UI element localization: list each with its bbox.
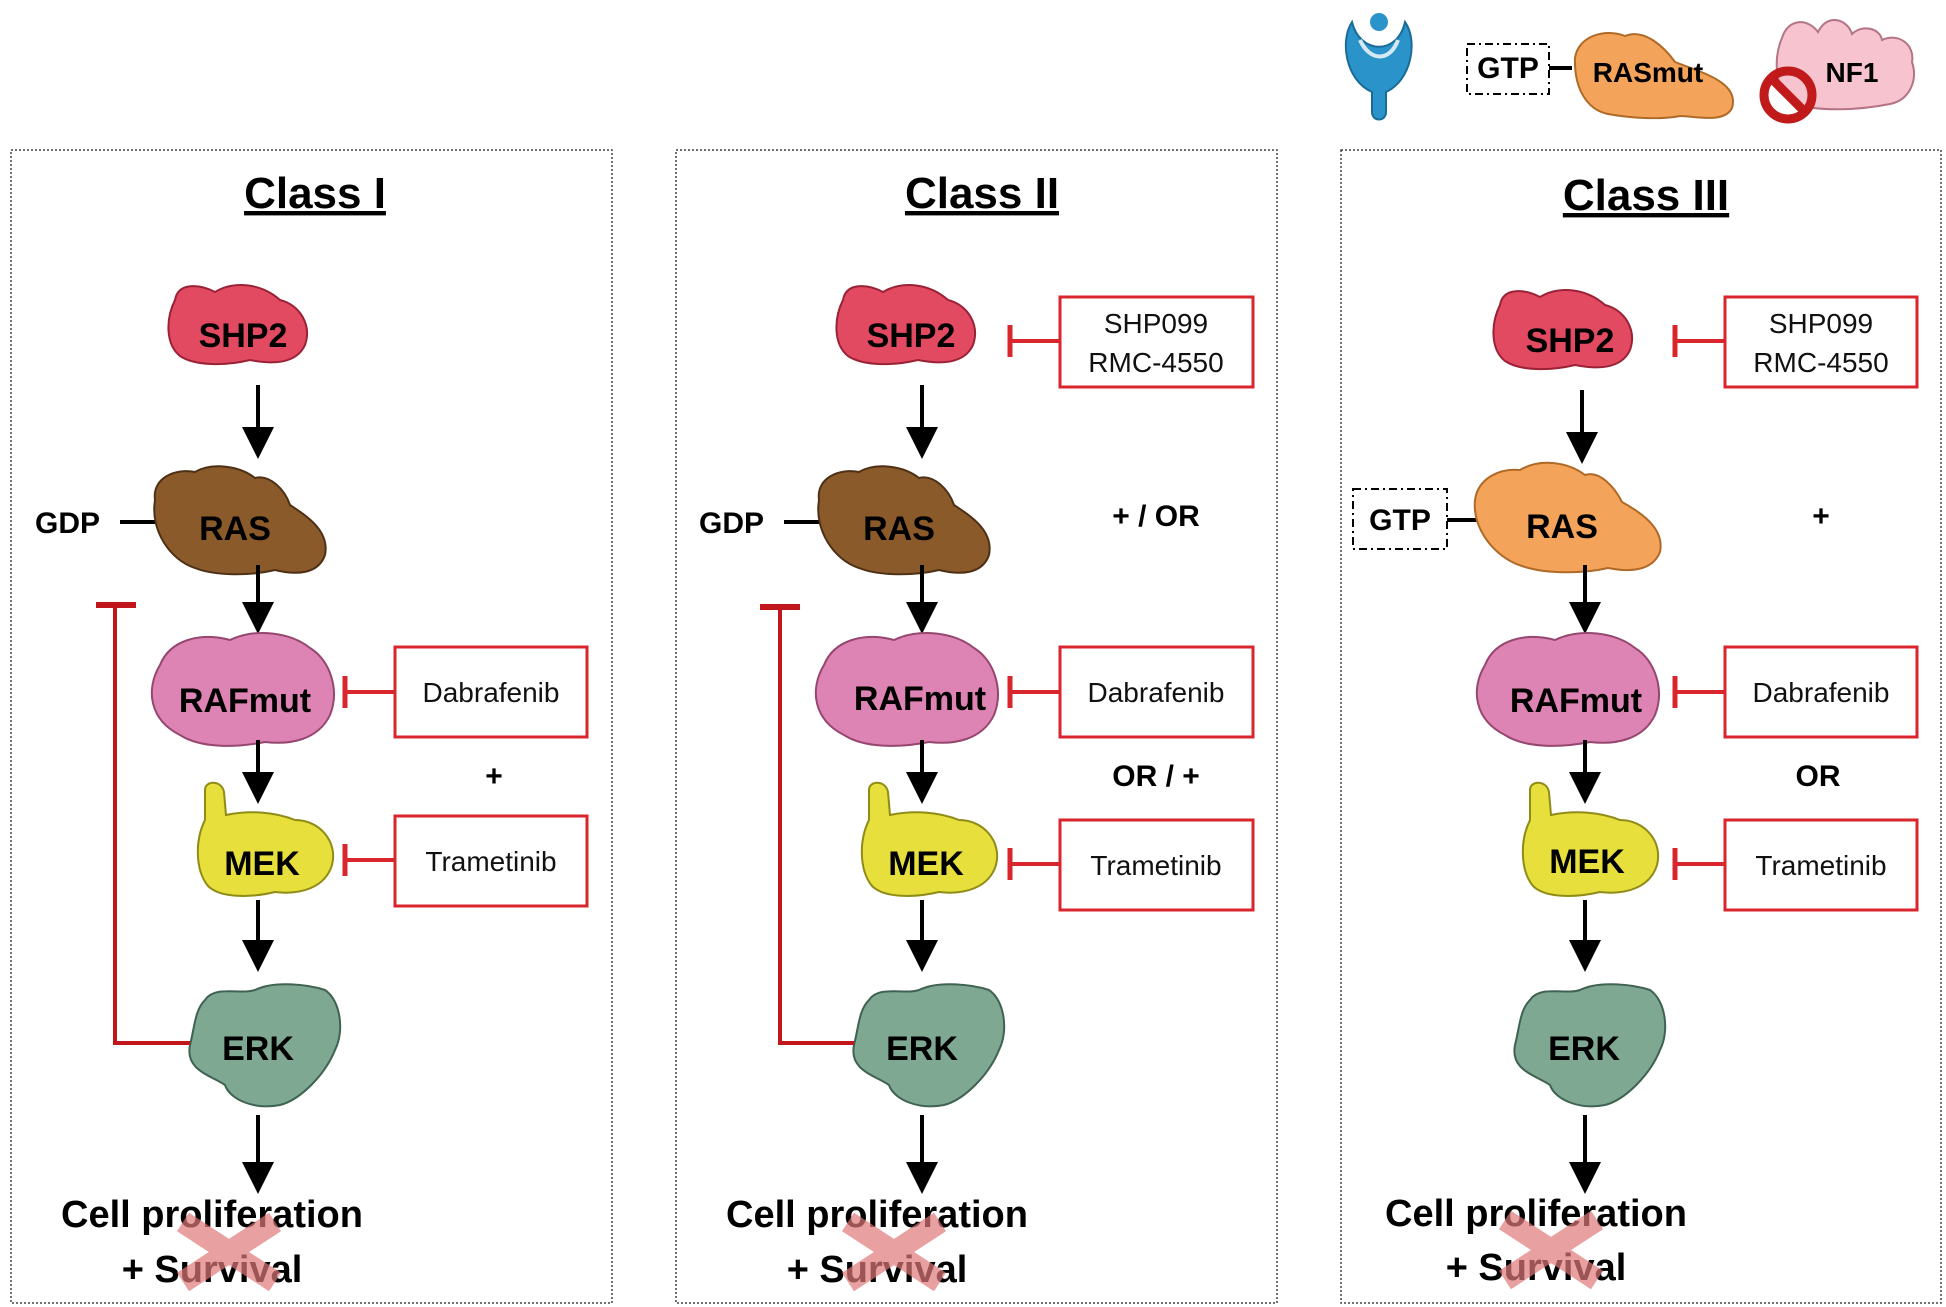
svg-text:ERK: ERK [1548,1030,1620,1068]
svg-text:ERK: ERK [886,1030,958,1068]
svg-text:Trametinib: Trametinib [1755,850,1886,881]
nucleotide-label: GTP [1369,504,1431,537]
raf-protein: RAFmut [1475,632,1660,747]
svg-text:MEK: MEK [888,845,964,883]
shp2-protein: SHP2 [1492,289,1633,371]
shp2-protein: SHP2 [167,284,308,366]
erk-feedback-line [778,607,854,1045]
raf-inhibitor: Dabrafenib [1672,645,1919,739]
svg-text:RMC-4550: RMC-4550 [1088,347,1223,378]
svg-text:RMC-4550: RMC-4550 [1753,347,1888,378]
erk-feedback-line [113,605,190,1045]
mek-protein: MEK [196,781,335,897]
legend: GTP RASmut NF1 [1344,13,1915,124]
shp2-inhibitors: SHP099 RMC-4550 [1672,295,1919,389]
prohibited-icon [1759,66,1817,124]
connector-lower: OR [1796,760,1841,793]
nf1-legend-label: NF1 [1826,57,1879,88]
svg-text:SHP099: SHP099 [1104,308,1208,339]
panel-class-2: Class II SHP2 SHP099 RMC-4550 GDP RAS + … [675,149,1278,1304]
raf-protein: RAFmut [814,632,999,747]
connector-lower: OR / + [1112,760,1200,793]
nucleotide-label: GDP [35,507,100,540]
connector-upper: + / OR [1112,500,1200,533]
svg-text:MEK: MEK [224,845,300,883]
mek-protein: MEK [860,781,999,897]
svg-text:Dabrafenib: Dabrafenib [1088,677,1225,708]
svg-text:SHP2: SHP2 [199,317,288,355]
raf-inhibitor: Dabrafenib [342,645,589,739]
svg-text:RAFmut: RAFmut [179,682,311,720]
svg-text:Trametinib: Trametinib [425,846,556,877]
svg-text:GTP: GTP [1477,52,1539,85]
ras-protein: RAS [153,465,327,576]
shp2-protein: SHP2 [835,284,976,366]
svg-text:Dabrafenib: Dabrafenib [1753,677,1890,708]
nf1-legend-icon: NF1 [1759,19,1915,124]
ras-protein: RAS [817,465,991,576]
connector-lower: + [485,760,503,793]
blocked-cross-icon [1498,1210,1604,1290]
svg-text:SHP2: SHP2 [1526,322,1615,360]
blocked-cross-icon [841,1212,947,1292]
svg-text:RAS: RAS [863,510,935,548]
svg-text:SHP099: SHP099 [1769,308,1873,339]
svg-text:ERK: ERK [222,1030,294,1068]
panel-class-3: Class III SHP2 SHP099 RMC-4550 GTP RAS +… [1340,149,1942,1304]
panel-title: Class II [905,169,1059,218]
nucleotide-label: GDP [699,507,764,540]
ras-protein: RAS [1473,461,1662,574]
panel-title: Class I [244,169,386,218]
svg-text:SHP2: SHP2 [867,317,956,355]
raf-protein: RAFmut [150,632,335,747]
erk-protein: ERK [852,983,1006,1108]
svg-text:RAFmut: RAFmut [854,680,986,718]
shp2-legend-icon [1344,13,1413,121]
erk-protein: ERK [1513,983,1667,1108]
gtp-legend-box: GTP [1466,43,1572,95]
mek-inhibitor: Trametinib [1007,818,1255,912]
connector-upper: + [1812,500,1830,533]
shp2-inhibitors: SHP099 RMC-4550 [1007,295,1255,389]
panel-class-1: Class I SHP2 GDP RAS RAFmut MEK [10,149,613,1304]
erk-protein: ERK [188,983,342,1108]
svg-text:MEK: MEK [1549,843,1625,881]
svg-text:Trametinib: Trametinib [1090,850,1221,881]
rasmut-legend-icon: RASmut [1573,32,1735,120]
mek-protein: MEK [1521,781,1660,897]
svg-text:Dabrafenib: Dabrafenib [423,677,560,708]
svg-text:RAFmut: RAFmut [1510,682,1642,720]
svg-text:RAS: RAS [199,510,271,548]
blocked-cross-icon [176,1212,282,1292]
mek-inhibitor: Trametinib [342,814,589,908]
svg-text:RAS: RAS [1526,508,1598,546]
mek-inhibitor: Trametinib [1672,818,1919,912]
rasmut-legend-label: RASmut [1593,57,1703,88]
raf-inhibitor: Dabrafenib [1007,645,1255,739]
gtp-box [1352,488,1448,550]
panel-title: Class III [1563,171,1729,220]
